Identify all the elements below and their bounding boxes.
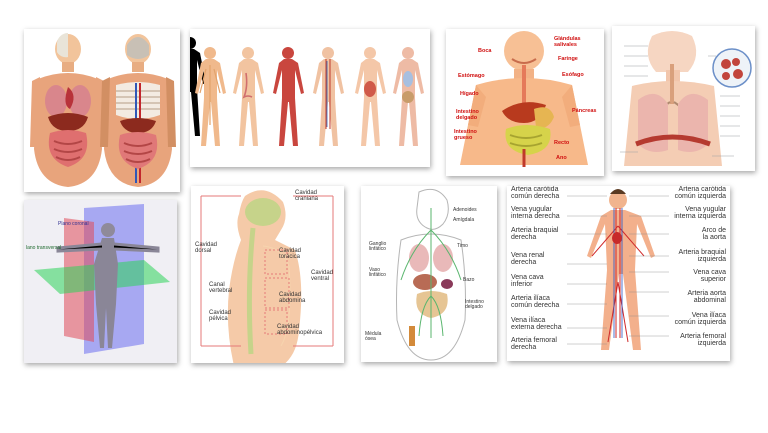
label-ganglio: Ganglio linfático: [369, 241, 387, 253]
label-estomago: Estómago: [458, 73, 485, 79]
label-timo: Timo: [457, 243, 468, 249]
label-arteria-braquial-izquierda: Arteria braquial izquierda: [678, 249, 726, 264]
image-tile-respiratory-system[interactable]: [612, 26, 755, 171]
body-cavities-illustration: [191, 186, 344, 363]
image-tile-circulatory-system[interactable]: Arteria carótida común derecha Vena yugu…: [507, 186, 730, 361]
label-esofago: Esófago: [562, 72, 584, 78]
label-cavidad-dorsal: Cavidad dorsal: [195, 242, 218, 255]
label-arteria-carotida-izquierda: Arteria carótida común izquierda: [674, 186, 726, 201]
label-boca: Boca: [478, 48, 492, 54]
anatomical-planes-illustration: [24, 200, 177, 363]
respiratory-system-illustration: [612, 26, 755, 171]
label-medula: Médula ósea: [365, 331, 382, 343]
circulatory-system-illustration: [507, 186, 730, 361]
image-tile-body-systems[interactable]: [190, 29, 430, 167]
label-vaso: Vaso linfático: [369, 267, 386, 279]
image-tile-anatomy-torsos[interactable]: [24, 29, 180, 192]
label-cavidad-toracica: Cavidad torácica: [279, 248, 302, 261]
image-tile-anatomical-planes[interactable]: Plano coronal lano transversal: [24, 200, 177, 363]
label-intestino: Intestino delgado: [465, 299, 484, 311]
label-pancreas: Páncreas: [572, 108, 597, 114]
label-arteria-femoral-derecha: Arteria femoral derecha: [511, 337, 557, 352]
label-arteria-femoral-izquierda: Arteria femoral izquierda: [680, 333, 726, 348]
label-arteria-braquial-derecha: Arteria braquial derecha: [511, 227, 559, 242]
body-systems-illustration: [190, 29, 430, 167]
label-vena-iliaca-izquierda: Vena ilíaca común izquierda: [674, 312, 726, 327]
label-bazo: Bazo: [463, 277, 475, 283]
label-canal-vertebral: Canal vertebral: [209, 282, 233, 295]
label-vena-iliaca-externa-derecha: Vena ilíaca externa derecha: [511, 317, 562, 332]
label-faringe: Faringe: [558, 56, 578, 62]
label-vena-renal-derecha: Vena renal derecha: [511, 252, 545, 267]
label-arteria-aorta-abdominal: Arteria aorta abdominal: [687, 290, 726, 305]
label-amigdala: Amígdala: [453, 217, 475, 223]
label-glandulas: Glándulas salivales: [554, 36, 581, 48]
label-adenoides: Adenoides: [453, 207, 477, 213]
label-vena-yugular-derecha: Vena yugular interna derecha: [511, 206, 560, 221]
anatomy-torsos-illustration: [30, 32, 176, 187]
right-torso: [100, 34, 176, 187]
label-vena-yugular-izquierda: Vena yugular interna izquierda: [674, 206, 726, 221]
label-cavidad-abdominopelvica: Cavidad abdominopélvica: [277, 324, 323, 337]
label-intestino-grueso: Intestino grueso: [454, 129, 477, 141]
label-vena-cava-inferior: Vena cava inferior: [511, 274, 544, 289]
label-vena-cava-superior: Vena cava superior: [693, 269, 726, 284]
label-arteria-carotida-derecha: Arteria carótida común derecha: [511, 186, 560, 201]
label-ano: Ano: [556, 155, 567, 161]
digestive-system-illustration: [446, 29, 604, 176]
left-torso: [30, 32, 106, 187]
label-arco-aorta: Arco de la aorta: [701, 227, 726, 242]
label-recto: Recto: [554, 140, 570, 146]
label-cavidad-abdomina: Cavidad abdomina: [279, 292, 306, 305]
label-plano-coronal: Plano coronal: [58, 221, 89, 227]
label-arteria-iliaca-derecha: Arteria ilíaca común derecha: [511, 295, 560, 310]
label-cavidad-craneana: Cavidad craniana: [295, 190, 319, 203]
lymphatic-system-illustration: [361, 186, 497, 362]
label-plano-transversal: lano transversal: [26, 245, 62, 251]
label-cavidad-pelvica: Cavidad pélvica: [209, 310, 232, 323]
label-intestino-delgado: Intestino delgado: [456, 109, 479, 121]
image-tile-lymphatic-system[interactable]: Adenoides Amígdala Timo Ganglio linfátic…: [361, 186, 497, 362]
image-tile-body-cavities[interactable]: Cavidad craniana Cavidad dorsal Cavidad …: [191, 186, 344, 363]
label-higado: Hígado: [460, 91, 479, 97]
image-tile-digestive-system[interactable]: Boca Glándulas salivales Faringe Esófago…: [446, 29, 604, 176]
label-cavidad-ventral: Cavidad ventral: [311, 270, 334, 283]
